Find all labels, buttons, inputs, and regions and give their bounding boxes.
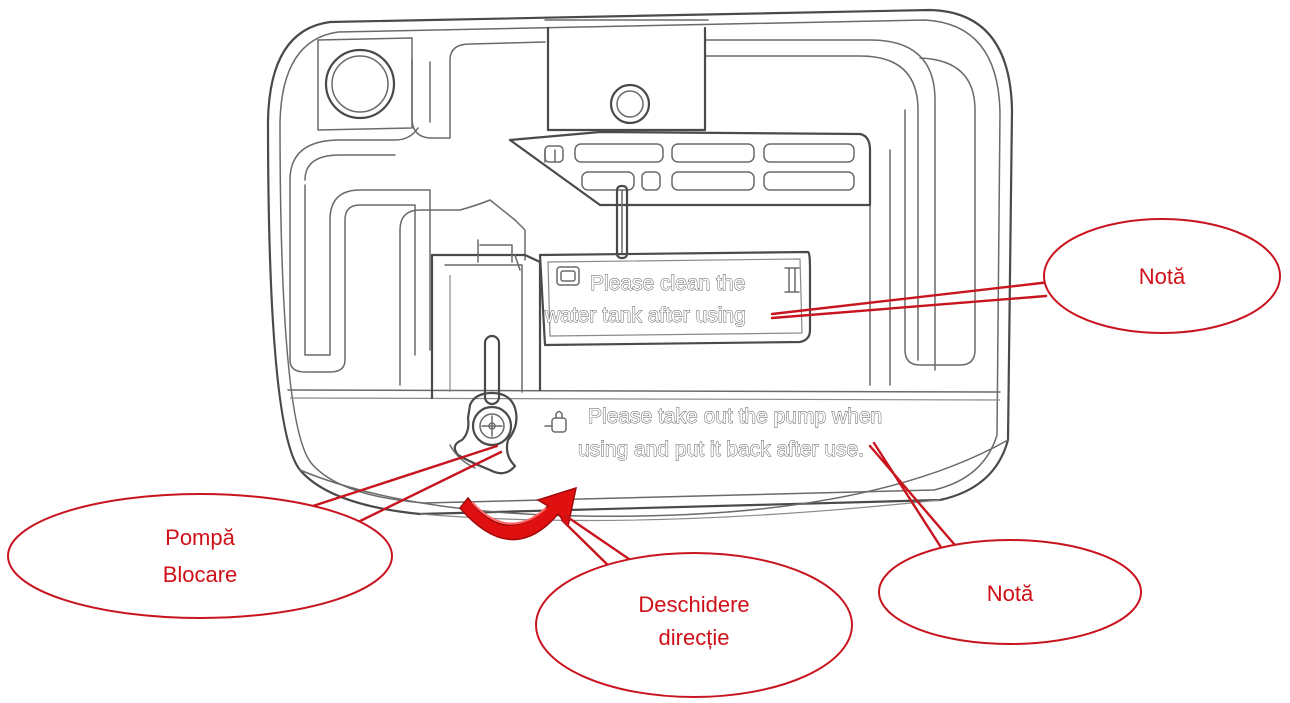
- pump-label-line-2: using and put it back after use.: [578, 438, 864, 461]
- corner-boss: [317, 37, 413, 131]
- pump-compartment: [430, 239, 542, 400]
- vent-grille: [508, 130, 872, 207]
- callout-note-bottom: Notă: [878, 539, 1142, 645]
- pump-lock-icon: [449, 334, 518, 475]
- callout-pump-lock: Pompă Blocare: [7, 493, 393, 619]
- device-housing: [266, 8, 1014, 522]
- tank-icon: [556, 266, 580, 286]
- pump-label-line-1: Please take out the pump when: [588, 405, 882, 428]
- callout-note-top-text: Notă: [1139, 264, 1186, 289]
- callout-open-direction: Deschidere direcție: [535, 552, 853, 698]
- tank-label-line-1: Please clean the: [590, 272, 745, 295]
- callout-pump-lock-line-2: Blocare: [163, 562, 238, 587]
- center-pin: [615, 184, 629, 260]
- callout-open-direction-line-2: direcție: [659, 625, 730, 650]
- callout-note-top: Notă: [1043, 218, 1281, 334]
- unlock-icon: [544, 410, 567, 433]
- top-mount: [544, 19, 709, 132]
- callout-pump-lock-line-1: Pompă: [165, 525, 235, 550]
- callout-note-bottom-text: Notă: [987, 581, 1034, 606]
- tank-label-line-2: water tank after using: [544, 304, 746, 327]
- inner-ribs: [289, 39, 976, 386]
- tank-label-plate: Please clean the water tank after using: [538, 250, 812, 347]
- callout-open-direction-line-1: Deschidere: [638, 592, 749, 617]
- tank-end-icon: [784, 267, 800, 293]
